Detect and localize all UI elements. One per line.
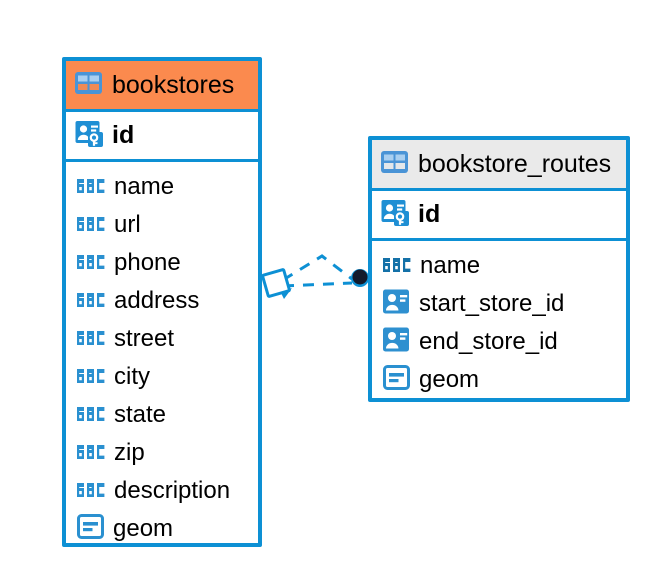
column-label: description: [114, 477, 231, 504]
column-label: geom: [419, 366, 480, 393]
table-header-bookstore-routes[interactable]: bookstore_routes: [372, 140, 626, 188]
abc-text-icon: [383, 256, 411, 277]
abc-text-icon: [77, 177, 105, 198]
foreign-key-icon: [383, 326, 410, 358]
abc-text-icon: [77, 215, 105, 236]
table-icon: [75, 71, 102, 99]
column-list-bookstore-routes: name start_store_id: [372, 241, 626, 407]
abc-text-icon: [77, 329, 105, 350]
relationship-line-upper: [282, 254, 353, 282]
column-row[interactable]: start_store_id: [372, 285, 626, 323]
column-row[interactable]: geom: [372, 361, 626, 399]
primary-key-row-bookstore-routes[interactable]: id: [372, 188, 626, 241]
column-label: geom: [113, 515, 174, 542]
primary-key-icon: [381, 198, 410, 232]
column-row[interactable]: phone: [66, 244, 258, 282]
abc-text-icon: [77, 253, 105, 274]
column-label: phone: [114, 249, 181, 276]
column-row[interactable]: description: [66, 472, 258, 510]
column-label: zip: [114, 439, 145, 466]
relationship-line-lower: [282, 281, 353, 288]
primary-key-label: id: [418, 200, 441, 228]
column-label: url: [114, 211, 141, 238]
entity-table-bookstore-routes[interactable]: bookstore_routes id: [368, 136, 630, 402]
column-label: city: [114, 363, 150, 390]
column-label: name: [420, 252, 481, 279]
abc-text-icon: [77, 291, 105, 312]
abc-text-icon: [77, 481, 105, 502]
filled-circle-marker[interactable]: [351, 269, 369, 287]
primary-key-label: id: [112, 121, 135, 149]
abc-text-icon: [77, 405, 105, 426]
table-title: bookstores: [112, 70, 235, 99]
table-title: bookstore_routes: [418, 149, 612, 178]
abc-text-icon: [77, 443, 105, 464]
column-list-bookstores: name url: [66, 162, 258, 556]
geometry-icon: [77, 514, 104, 544]
column-row[interactable]: zip: [66, 434, 258, 472]
column-row[interactable]: geom: [66, 510, 258, 548]
column-label: address: [114, 287, 200, 314]
column-label: street: [114, 325, 175, 352]
table-header-bookstores[interactable]: bookstores: [66, 61, 258, 109]
column-row[interactable]: street: [66, 320, 258, 358]
primary-key-row-bookstores[interactable]: id: [66, 109, 258, 162]
column-label: start_store_id: [419, 290, 565, 317]
entity-table-bookstores[interactable]: bookstores id: [62, 57, 262, 547]
column-row[interactable]: name: [372, 247, 626, 285]
column-row[interactable]: address: [66, 282, 258, 320]
table-icon: [381, 150, 408, 178]
column-row[interactable]: name: [66, 168, 258, 206]
column-row[interactable]: end_store_id: [372, 323, 626, 361]
column-row[interactable]: state: [66, 396, 258, 434]
primary-key-icon: [75, 119, 104, 153]
column-label: state: [114, 401, 167, 428]
column-row[interactable]: url: [66, 206, 258, 244]
column-row[interactable]: city: [66, 358, 258, 396]
column-label: end_store_id: [419, 328, 558, 355]
geometry-icon: [383, 365, 410, 395]
foreign-key-icon: [383, 288, 410, 320]
column-label: name: [114, 173, 175, 200]
abc-text-icon: [77, 367, 105, 388]
diamond-marker[interactable]: [261, 268, 292, 299]
